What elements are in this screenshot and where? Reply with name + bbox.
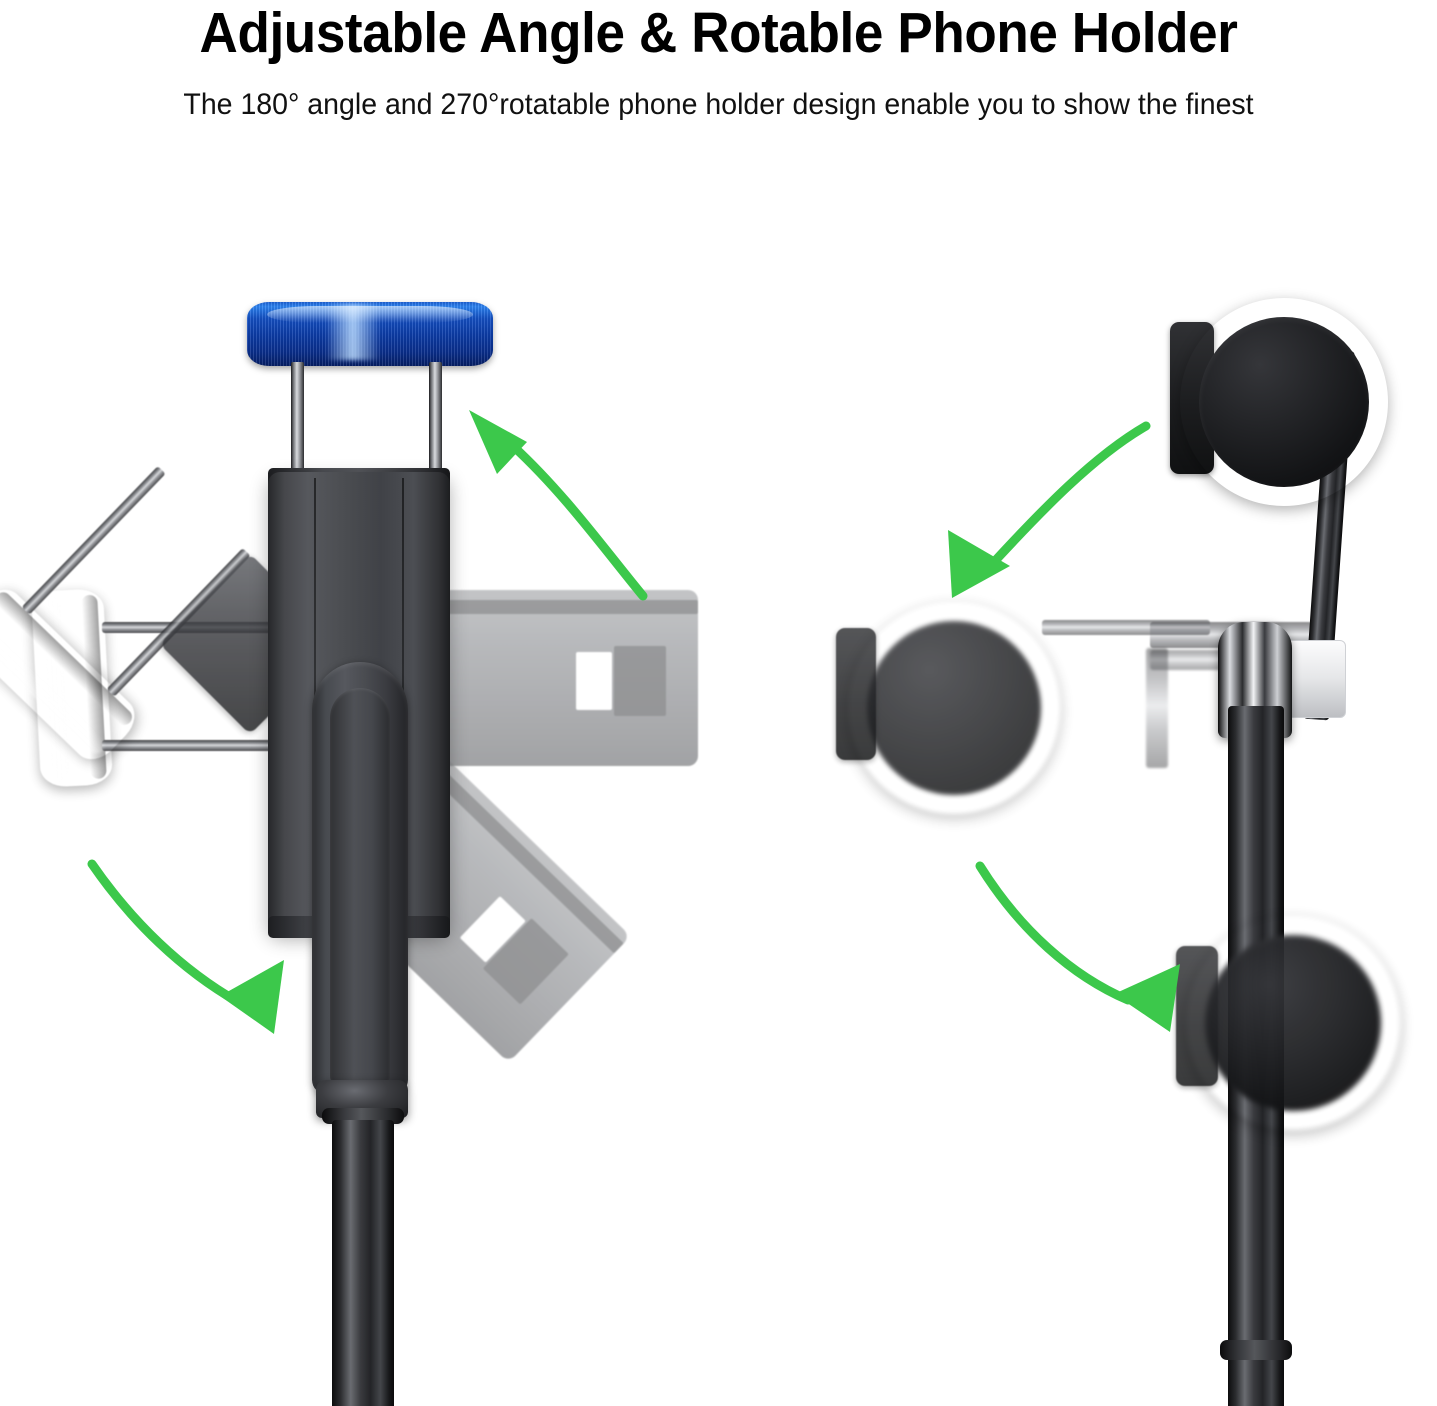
clamp-ridge bbox=[312, 662, 408, 1094]
arrow-lower-left bbox=[87, 859, 284, 1034]
arrow-upper-left bbox=[469, 410, 648, 601]
ghost-arm-to-left-disc bbox=[1042, 620, 1210, 635]
arrow-upper-right bbox=[948, 421, 1151, 598]
illustration-stage bbox=[0, 150, 1437, 1406]
magnetic-disc-bottom bbox=[1186, 916, 1400, 1130]
magnetic-disc-top bbox=[1180, 298, 1388, 506]
angle-adjustment-demo bbox=[0, 150, 720, 1406]
page-title: Adjustable Angle & Rotable Phone Holder bbox=[199, 1, 1238, 65]
mounting-pole bbox=[332, 1120, 394, 1406]
magnetic-disc-left bbox=[848, 602, 1060, 814]
chrome-rod-left bbox=[291, 362, 304, 474]
ghost-arm-90b bbox=[102, 740, 282, 751]
page-subtitle: The 180° angle and 270°rotatable phone h… bbox=[183, 88, 1254, 121]
arrow-lower-right bbox=[975, 861, 1180, 1032]
chrome-rod-right bbox=[429, 362, 442, 474]
blue-knurled-knob-top bbox=[247, 302, 493, 366]
disc-black-face bbox=[1205, 935, 1381, 1111]
ghost-clamp-right-0deg bbox=[430, 590, 698, 766]
rotation-demo bbox=[720, 150, 1437, 1406]
disc-black-face bbox=[1198, 316, 1370, 488]
pole-lower-collar bbox=[1220, 1340, 1292, 1360]
disc-black-face bbox=[867, 621, 1041, 795]
ghost-arm-vertical bbox=[1146, 648, 1168, 768]
